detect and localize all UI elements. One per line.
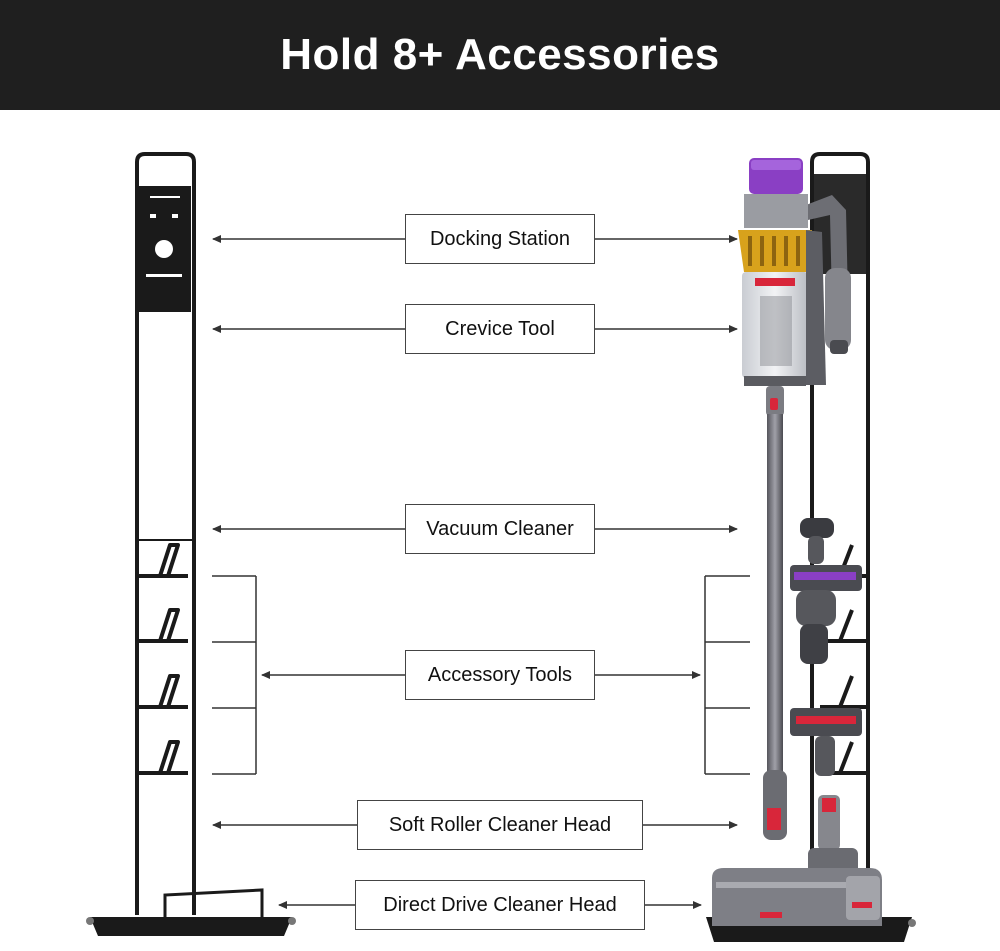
soft-roller-head-illustration — [808, 795, 858, 876]
page-title: Hold 8+ Accessories — [280, 30, 720, 79]
label-soft-roller-head: Soft Roller Cleaner Head — [357, 800, 643, 850]
accessory-brackets — [212, 575, 750, 775]
label-crevice-tool: Crevice Tool — [405, 304, 595, 354]
label-direct-drive-head: Direct Drive Cleaner Head — [355, 880, 645, 930]
direct-drive-head-illustration — [712, 868, 882, 926]
vacuum-stand-illustration — [706, 152, 916, 942]
label-accessory-tools: Accessory Tools — [405, 650, 595, 700]
label-vacuum-cleaner: Vacuum Cleaner — [405, 504, 595, 554]
left-stand-illustration — [86, 152, 296, 936]
title-banner: Hold 8+ Accessories — [0, 0, 1000, 110]
callout-arrows — [212, 235, 738, 909]
accessory-tools-stack — [790, 518, 862, 776]
label-docking-station: Docking Station — [405, 214, 595, 264]
